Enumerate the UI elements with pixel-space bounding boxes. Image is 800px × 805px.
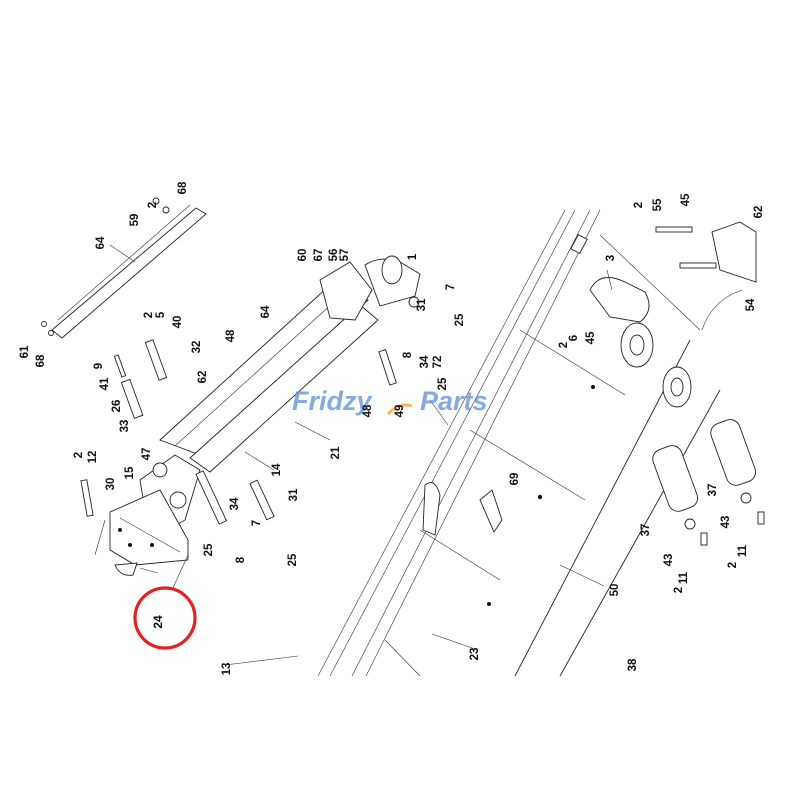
- callout-38: 38: [627, 658, 639, 671]
- callout-25c: 25: [203, 543, 215, 556]
- watermark-text-parts: Parts: [420, 386, 488, 416]
- callout-47: 47: [141, 448, 153, 461]
- callout-61: 61: [19, 345, 31, 358]
- callout-41: 41: [99, 377, 111, 390]
- callout-59: 59: [129, 214, 141, 227]
- callout-43a: 43: [663, 554, 675, 567]
- callout-45b: 45: [680, 193, 692, 206]
- callout-64a: 64: [95, 236, 107, 249]
- callout-60: 60: [297, 249, 309, 262]
- callout-34b: 34: [229, 497, 241, 510]
- callout-48a: 48: [225, 329, 237, 342]
- callout-11a: 11: [678, 571, 690, 584]
- callout-15: 15: [124, 466, 136, 479]
- callout-37b: 37: [707, 484, 719, 497]
- callout-14: 14: [271, 463, 283, 476]
- callout-2d: 2: [558, 342, 570, 348]
- callout-2e: 2: [633, 202, 645, 208]
- callout-54: 54: [745, 298, 757, 311]
- callout-45a: 45: [585, 331, 597, 344]
- callout-56: 56: [328, 249, 340, 262]
- callout-62a: 62: [197, 371, 209, 384]
- callout-31a: 31: [416, 298, 428, 311]
- callout-49: 49: [394, 405, 406, 418]
- callout-13: 13: [221, 663, 233, 676]
- callout-50: 50: [609, 584, 621, 597]
- callout-11b: 11: [737, 544, 749, 557]
- callout-72: 72: [432, 356, 444, 369]
- callout-48b: 48: [362, 404, 374, 417]
- callout-7b: 7: [251, 520, 263, 526]
- callout-43b: 43: [720, 516, 732, 529]
- watermark-text-fridzy: Fridzy: [292, 386, 373, 416]
- cylinder-assembly: [139, 255, 421, 541]
- callout-34a: 34: [419, 355, 431, 368]
- highlight-marker: 24: [133, 586, 197, 650]
- callout-40: 40: [172, 316, 184, 329]
- callout-8b: 8: [235, 556, 247, 563]
- callout-55: 55: [652, 198, 664, 211]
- callout-23: 23: [469, 648, 481, 661]
- callout-25a: 25: [454, 313, 466, 326]
- mounting-bar-64: [41, 197, 207, 339]
- callout-25d: 25: [287, 553, 299, 566]
- loose-parts: [80, 221, 765, 546]
- callout-9: 9: [93, 363, 105, 369]
- callout-67: 67: [313, 249, 325, 262]
- callout-69: 69: [509, 473, 521, 486]
- callout-5: 5: [155, 311, 167, 318]
- callout-2f: 2: [673, 587, 685, 593]
- highlight-ring: [133, 586, 197, 650]
- callout-21: 21: [330, 446, 342, 459]
- callout-2g: 2: [727, 562, 739, 568]
- callout-25b: 25: [437, 377, 449, 390]
- callout-33: 33: [119, 420, 131, 433]
- callout-32: 32: [191, 341, 203, 354]
- watermark-logo: Fridzy Parts: [292, 386, 488, 416]
- callout-68a: 68: [177, 181, 189, 194]
- callout-68b: 68: [35, 354, 47, 367]
- callout-2b: 2: [143, 312, 155, 318]
- callout-64b: 64: [260, 305, 272, 318]
- callout-30: 30: [105, 478, 117, 491]
- callout-3: 3: [605, 255, 617, 261]
- callout-12: 12: [87, 451, 99, 464]
- callout-8a: 8: [402, 351, 414, 358]
- callout-7a: 7: [445, 284, 457, 290]
- callout-57: 57: [339, 249, 351, 262]
- callout-2c: 2: [73, 452, 85, 458]
- callout-31b: 31: [288, 488, 300, 501]
- callout-2a: 2: [147, 202, 159, 208]
- callout-6: 6: [568, 335, 580, 341]
- callout-37a: 37: [640, 524, 652, 537]
- leader-lines: [109, 244, 613, 666]
- callout-1: 1: [407, 253, 419, 260]
- callout-26: 26: [111, 400, 123, 413]
- boom-section: [317, 209, 721, 677]
- watermark-accent-swoosh: [386, 403, 413, 416]
- bracket-24: [94, 489, 189, 591]
- callout-62b: 62: [753, 206, 765, 219]
- highlight-label: 24: [151, 615, 165, 629]
